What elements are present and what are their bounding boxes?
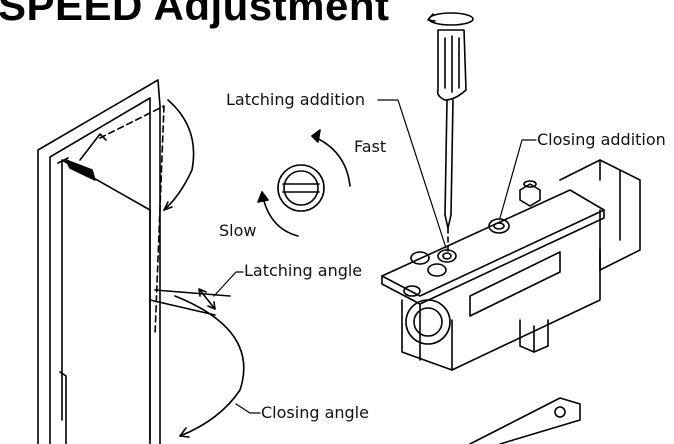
right-section [559,159,641,271]
door-closer-body [65,159,96,181]
door-closer-arm [79,133,107,161]
closing-angle-label: Closing angle [261,403,369,422]
fast-label: Fast [354,137,387,156]
latching-angle-lines [149,289,231,316]
corner-hole [403,285,421,297]
valve-hole-3 [427,263,447,277]
screwdriver-shaft [444,99,454,216]
top-plate [381,189,605,297]
body-detail-lines [469,251,561,317]
closing-angle-arc [174,295,245,437]
screwdriver-rotation-ring [428,12,474,26]
top-nut-cap [523,180,537,188]
bottom-bracket [469,397,581,444]
door-illustration [37,79,245,444]
closing-addition-label: Closing addition [537,130,666,149]
valve-slot [282,183,320,193]
latching-valve-hole [437,249,457,263]
side-piston-cap [405,299,451,345]
slow-label: Slow [219,221,257,240]
leader-lines [213,99,537,414]
latching-angle-leader [213,271,244,297]
diagram-title: SPEED Adjustment [0,0,390,29]
latching-angle-label: Latching angle [244,261,363,280]
slow-arrowhead [257,191,269,203]
top-nut [519,183,541,207]
screwdriver-handle [436,29,467,101]
opening-arc [163,99,195,211]
fast-arrowhead [311,129,321,143]
valve-inner-circle [283,170,319,206]
closing-valve-hole [488,218,510,234]
opening-arc-arrowhead [163,201,173,211]
fast-arrow [311,135,351,187]
door-open-outline [99,105,165,336]
door-frame [37,79,161,444]
top-plate-edge [381,209,605,305]
side-piston-cap-inner [413,307,443,337]
latching-addition-label: Latching addition [226,90,365,109]
door-frame-inner [49,97,151,444]
screwdriver-illustration [427,12,474,253]
right-section-lines [599,159,621,241]
main-block [401,249,601,371]
closer-body-illustration [381,159,641,444]
main-block-front [419,303,453,371]
closing-angle-arrowhead [179,427,190,438]
latching-valve-hole-inner [442,252,452,260]
closing-addition-leader [499,139,537,219]
valve-outer-circle [277,164,325,212]
bracket-hole [554,406,566,418]
valve-rotation-icon [257,129,351,237]
screwdriver-tip [444,214,452,229]
closing-valve-hole-inner [493,222,505,230]
latching-addition-leader [377,99,447,249]
rotation-ring-arrow [427,13,436,22]
closing-angle-leader [235,403,261,414]
door-bottom [59,371,67,444]
latching-angle-arrow [198,288,216,310]
valve-hole-2 [410,251,430,265]
handle-grip-lines [444,35,460,93]
door-panel [57,157,151,441]
